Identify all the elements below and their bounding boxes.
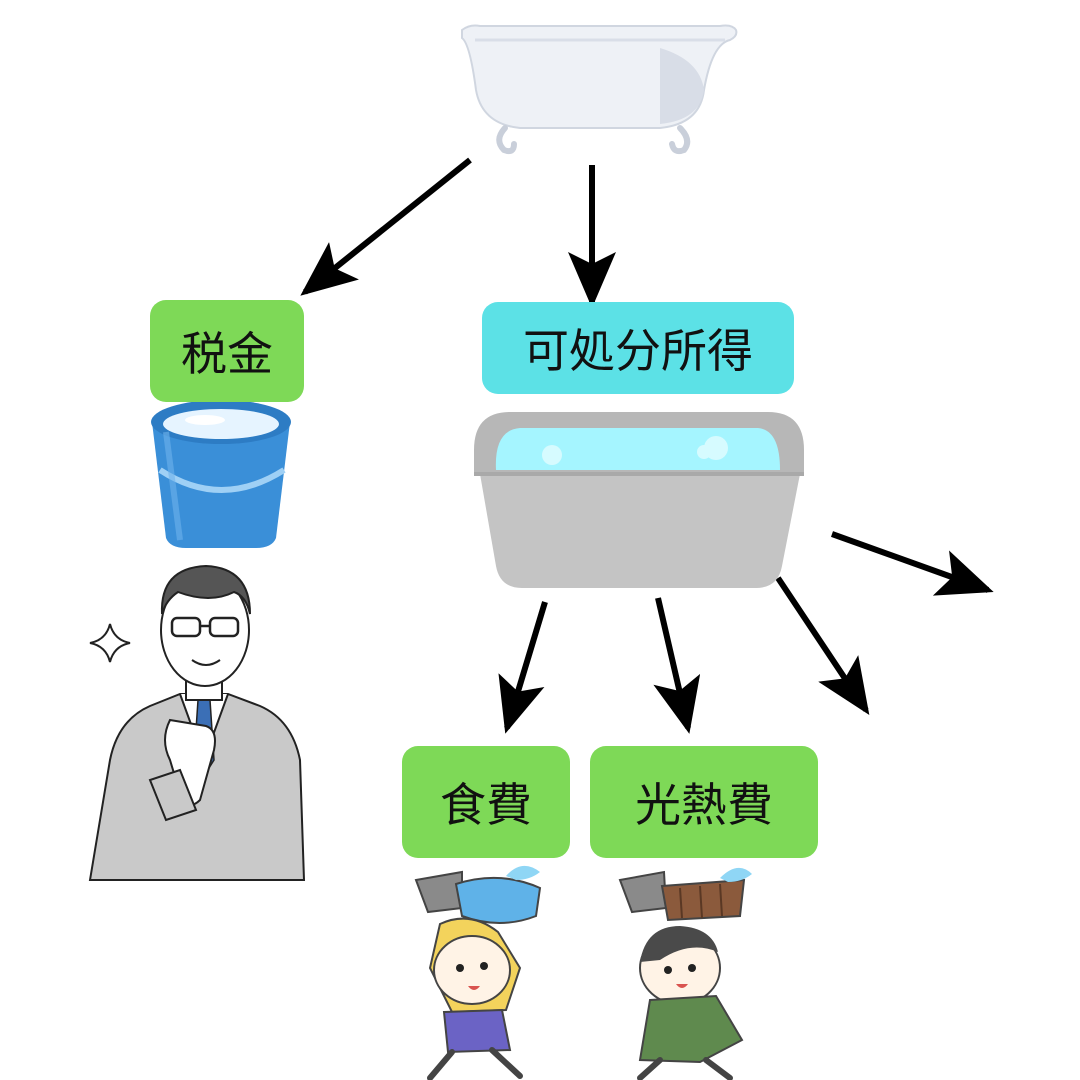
bucket-icon [151,400,291,548]
businessman-icon [88,564,306,881]
person-carrying-tub-icon [618,867,752,1080]
arrow-to-food [498,601,548,734]
disposable-income-label: 可処分所得 [482,302,794,394]
food-label: 食費 [402,746,570,858]
tax-label: 税金 [150,300,304,402]
arrow-to-utilities [653,597,701,734]
filled-bathtub-icon [474,412,804,588]
clawfoot-bathtub-icon [461,24,738,155]
arrow-to-other-expense-1 [775,576,870,715]
girl-carrying-bucket-icon [414,865,542,1080]
utilities-label: 光熱費 [590,746,818,858]
arrow-to-tax [300,157,472,296]
arrow-to-other-expense-2 [830,531,994,596]
